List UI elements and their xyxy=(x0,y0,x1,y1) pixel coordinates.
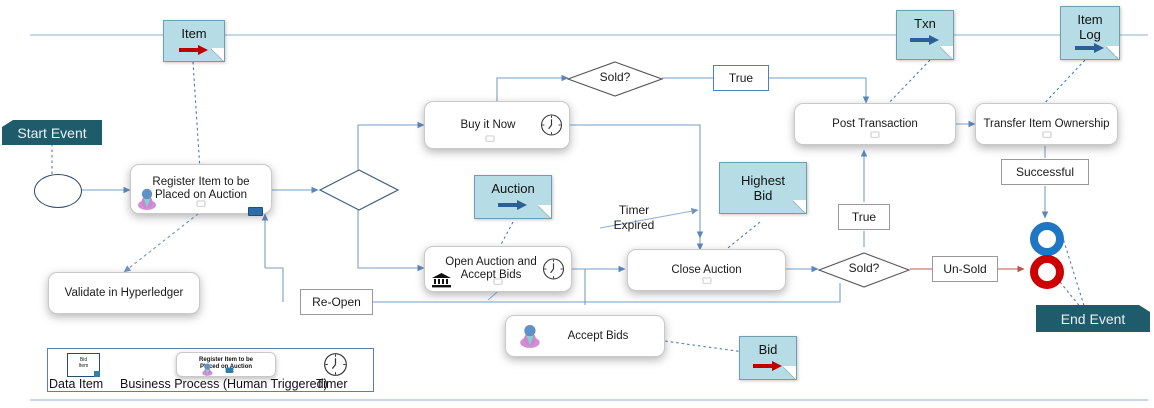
start-event-banner: Start Event xyxy=(2,120,102,145)
human-icon xyxy=(202,363,213,376)
flow-label-unsold: Un-Sold xyxy=(932,256,998,282)
task-post-transaction[interactable]: Post Transaction xyxy=(794,103,956,145)
data-object-auction[interactable]: Auction xyxy=(474,175,552,219)
service-icon xyxy=(225,367,234,373)
end-event-banner: End Event xyxy=(1036,305,1150,332)
legend-business-process-sample: Register Item to be Placed on Auction xyxy=(176,352,276,377)
data-object-auction-label: Auction xyxy=(491,181,535,196)
task-register-item[interactable]: Register Item to be Placed on Auction xyxy=(130,164,272,216)
task-close-auction[interactable]: Close Auction xyxy=(627,249,786,291)
data-object-highest-bid[interactable]: Highest Bid xyxy=(719,162,807,214)
service-icon xyxy=(1041,131,1052,138)
legend-business-process-caption: Business Process (Human Triggered) xyxy=(120,377,328,391)
bank-icon xyxy=(432,273,451,288)
red-arrow-icon xyxy=(179,45,208,55)
task-validate-hyperledger[interactable]: Validate in Hyperledger xyxy=(48,272,200,314)
task-close-auction-label: Close Auction xyxy=(671,263,742,276)
note-fold-icon xyxy=(94,371,100,377)
legend-data-item-caption: Data Item xyxy=(49,377,104,391)
annotation-timer-expired-line1: Timer xyxy=(618,203,650,217)
data-object-item-label: Item xyxy=(181,26,207,41)
red-arrow-icon xyxy=(753,361,782,371)
legend-data-item-sample-line2: Item xyxy=(78,363,89,369)
data-object-txn[interactable]: Txn xyxy=(896,10,954,60)
task-buy-it-now[interactable]: Buy it Now xyxy=(424,101,570,149)
gateway-sold-top-label: Sold? xyxy=(599,70,631,84)
task-transfer-item-ownership[interactable]: Transfer Item Ownership xyxy=(975,103,1118,145)
data-object-highest-bid-label: Highest Bid xyxy=(740,173,786,203)
data-object-item[interactable]: Item xyxy=(163,20,225,62)
task-accept-bids[interactable]: Accept Bids xyxy=(505,315,665,357)
blue-arrow-icon xyxy=(498,200,527,210)
end-event-label: End Event xyxy=(1060,310,1126,327)
timer-icon xyxy=(543,258,564,280)
task-post-transaction-label: Post Transaction xyxy=(832,117,918,130)
flow-label-true-top: True xyxy=(713,65,769,91)
gateway-sold-right-label: Sold? xyxy=(848,261,880,275)
human-icon xyxy=(138,188,156,210)
note-fold-icon xyxy=(538,205,552,219)
service-icon xyxy=(870,131,880,138)
task-open-auction-accept-bids[interactable]: Open Auction and Accept Bids xyxy=(424,246,572,292)
flow-label-true-right-text: True xyxy=(851,210,877,224)
task-accept-bids-label: Accept Bids xyxy=(567,329,629,342)
timer-icon xyxy=(324,353,347,376)
data-object-item-log-label: Item Log xyxy=(1077,12,1103,42)
service-icon xyxy=(196,200,206,207)
data-object-txn-label: Txn xyxy=(914,16,936,31)
note-fold-icon xyxy=(793,200,807,214)
gateway-sold-right[interactable] xyxy=(816,251,912,289)
end-event-unsold-circle[interactable] xyxy=(1030,255,1064,289)
end-event-success-circle[interactable] xyxy=(1030,222,1064,256)
start-event-circle[interactable] xyxy=(34,174,82,208)
legend-panel: Bid Item Data Item Register Item to be P… xyxy=(47,348,374,392)
task-transfer-item-ownership-label: Transfer Item Ownership xyxy=(983,117,1110,130)
flow-label-successful: Successful xyxy=(1001,159,1089,185)
task-validate-hyperledger-label: Validate in Hyperledger xyxy=(64,286,184,299)
flow-label-true-top-text: True xyxy=(728,71,754,85)
legend-bp-sample-line1: Register Item to be xyxy=(198,357,253,363)
task-open-auction-accept-bids-label: Open Auction and Accept Bids xyxy=(445,256,537,281)
data-object-item-log[interactable]: Item Log xyxy=(1060,6,1120,60)
legend-bp-sample-line2: Placed on Auction xyxy=(199,364,253,370)
note-fold-icon xyxy=(783,366,797,380)
flow-label-successful-text: Successful xyxy=(1015,165,1075,179)
gateway-sold-top[interactable] xyxy=(565,60,665,98)
service-icon xyxy=(701,277,712,284)
note-fold-icon xyxy=(1106,46,1120,60)
flow-label-reopen: Re-Open xyxy=(300,289,373,315)
human-icon xyxy=(520,324,540,348)
annotation-timer-expired-line2: Expired xyxy=(613,218,655,232)
gateway-split[interactable] xyxy=(318,168,400,212)
task-register-item-label: Register Item to be Placed on Auction xyxy=(152,176,250,201)
start-event-label: Start Event xyxy=(17,124,87,141)
service-icon xyxy=(493,278,503,285)
data-object-bid[interactable]: Bid xyxy=(739,336,797,380)
flow-label-true-right: True xyxy=(838,204,890,230)
legend-timer-caption: Timer xyxy=(316,377,348,391)
flow-label-unsold-text: Un-Sold xyxy=(943,262,987,276)
flow-label-reopen-text: Re-Open xyxy=(312,295,361,309)
legend-data-item-sample: Bid Item xyxy=(67,353,100,377)
task-buy-it-now-label: Buy it Now xyxy=(460,118,516,131)
note-fold-icon xyxy=(211,48,225,62)
blue-tab-icon xyxy=(248,207,263,216)
note-fold-icon xyxy=(940,46,954,60)
blue-arrow-icon xyxy=(1075,43,1104,53)
blue-arrow-icon xyxy=(910,35,939,45)
data-object-bid-label: Bid xyxy=(758,342,778,357)
service-icon xyxy=(485,135,495,142)
timer-icon xyxy=(541,114,562,136)
legend-data-item-sample-line1: Bid xyxy=(79,357,88,363)
annotation-timer-expired: Timer Expired xyxy=(594,203,674,233)
